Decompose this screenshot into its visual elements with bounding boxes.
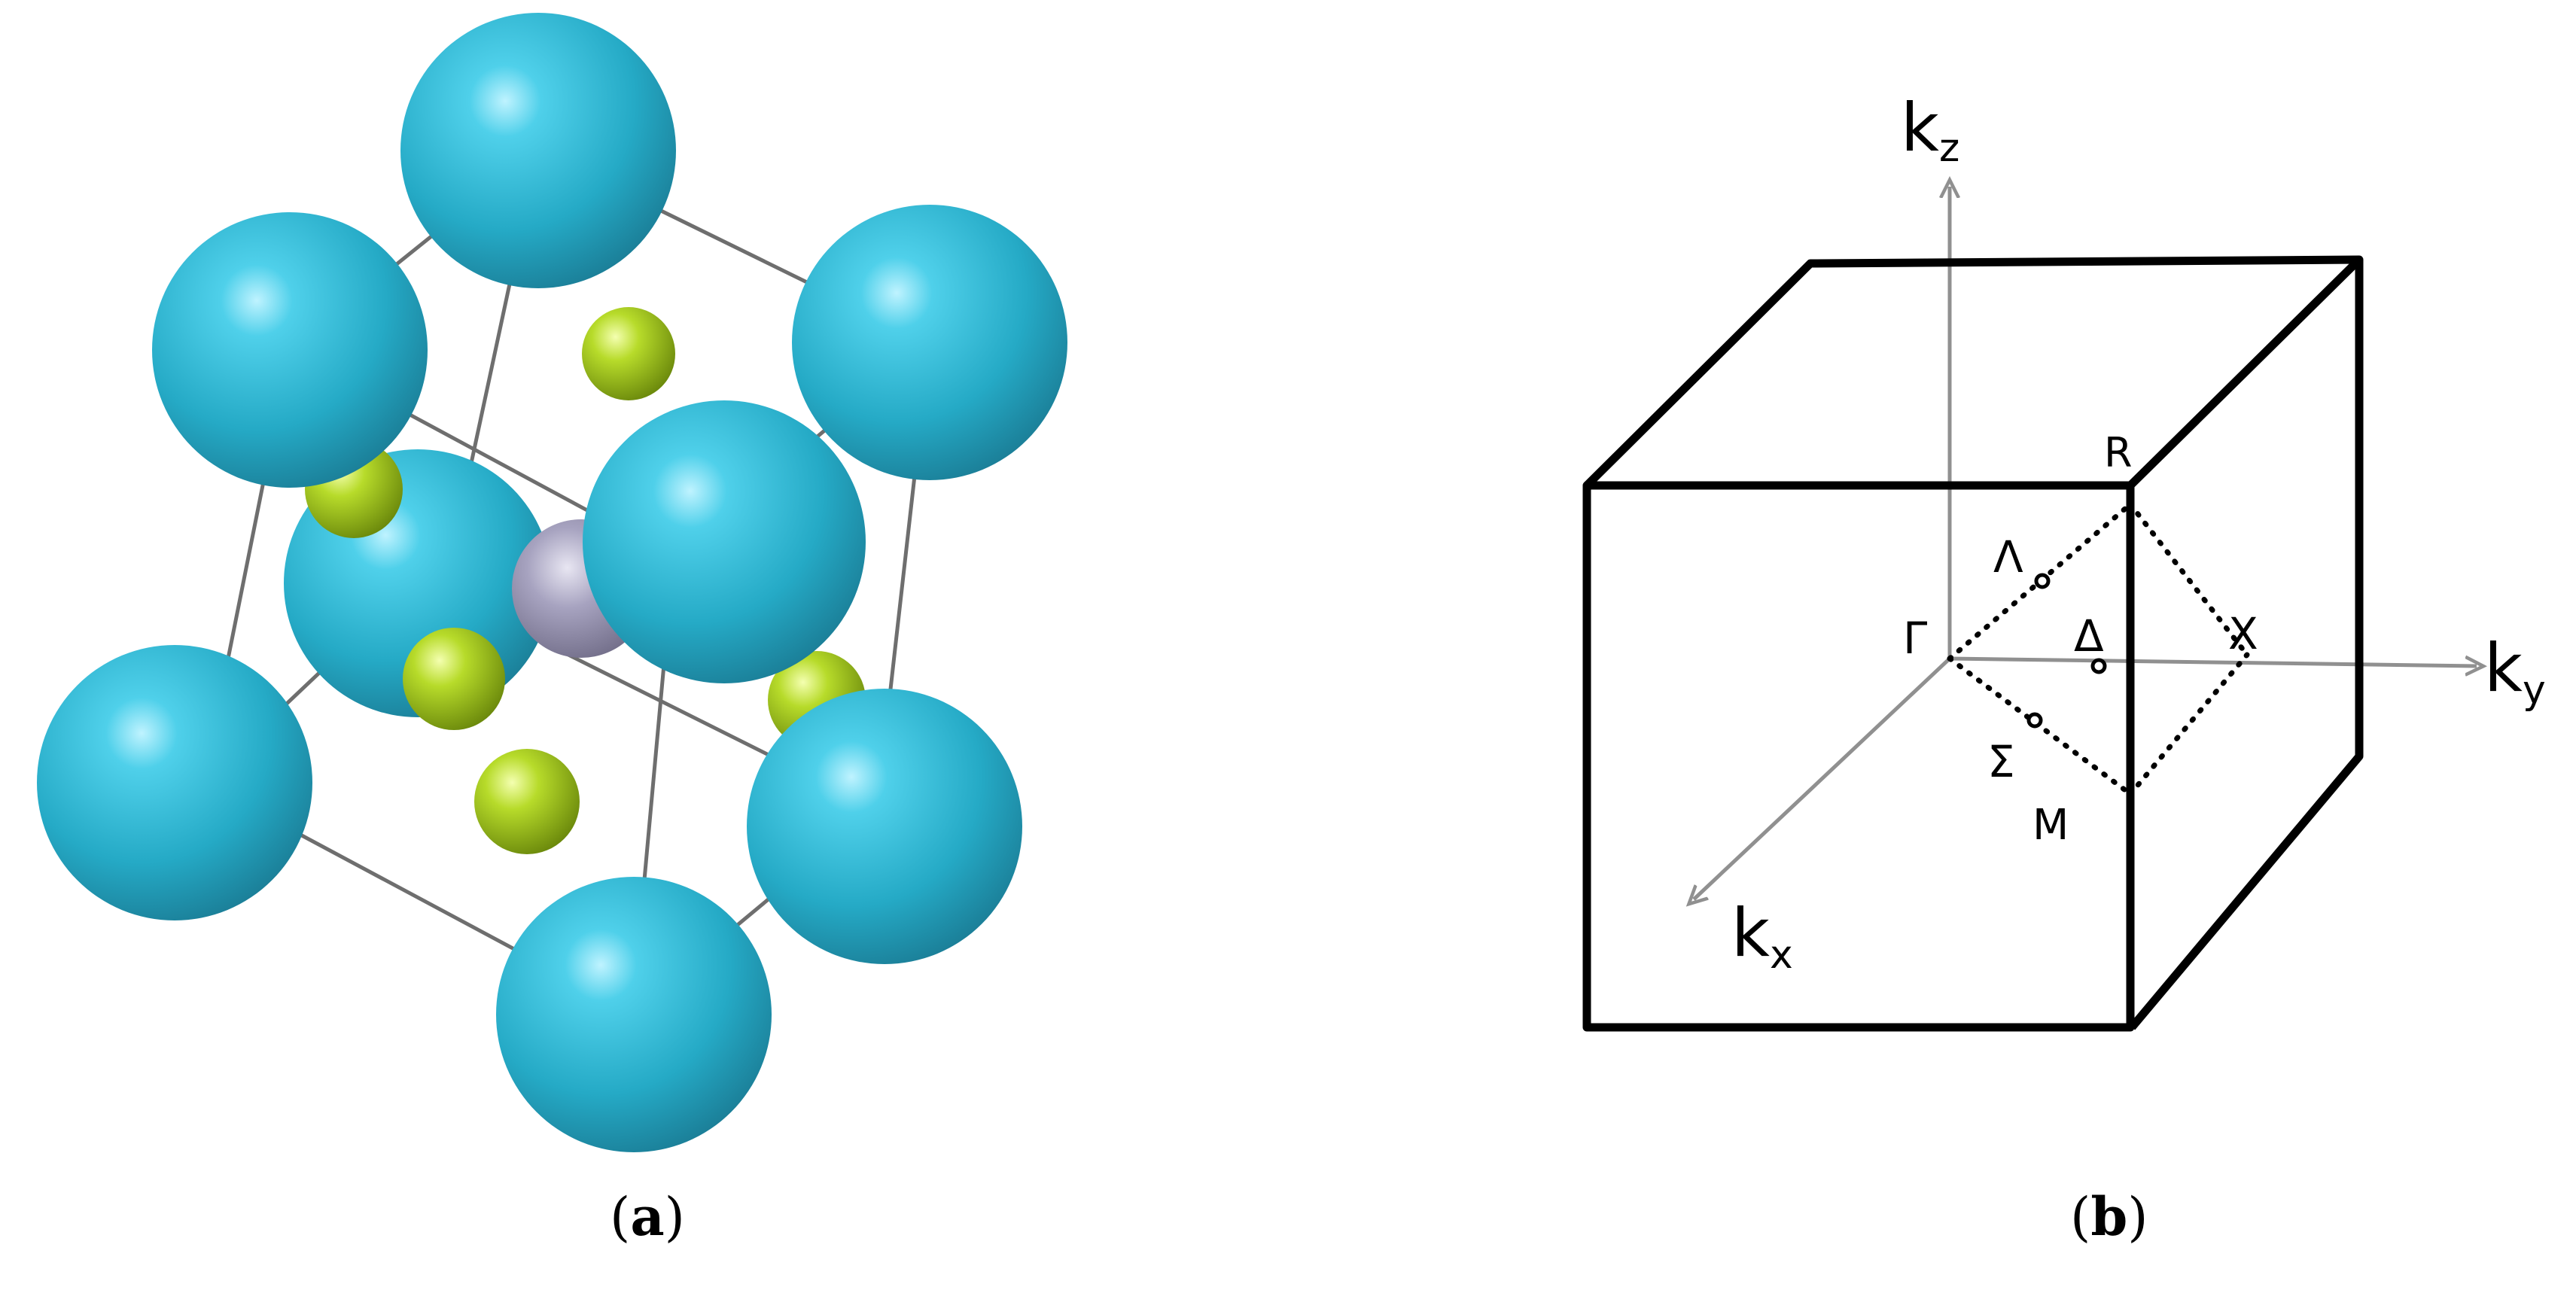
ky-axis-label: ky [2484,629,2546,713]
small-atom [474,749,580,854]
panel-b-caption: (b) [2070,1185,2148,1248]
large-atom [583,400,866,683]
brillouin-zone-panel: kz ky kx Γ R X M Λ Δ Σ (b) [1280,0,2576,1290]
gamma-label: Γ [1903,613,1927,664]
large-atom [747,689,1022,964]
small-atom [582,307,675,400]
large-atom [792,205,1067,480]
delta-label: Δ [2074,610,2104,662]
r-label: R [2104,429,2133,476]
sigma-marker [2026,712,2043,729]
m-label: M [2032,801,2069,850]
ky-axis [1949,659,2477,666]
kz-axis-label: kz [1901,89,1959,171]
large-atom [400,13,676,288]
crystal-structure-panel: (a) [0,0,1280,1290]
large-atom [496,877,772,1152]
brillouin-zone-diagram: kz ky kx Γ R X M Λ Δ Σ [1582,89,2546,1032]
delta-marker [2090,658,2107,674]
small-atom [403,628,505,730]
kx-axis-label: kx [1731,894,1793,978]
x-label: X [2228,608,2258,659]
large-atom [152,212,428,488]
kx-axis [1694,657,1951,899]
lambda-marker [2034,573,2051,589]
large-atom [37,645,312,920]
panel-a-caption: (a) [610,1185,685,1248]
crystal-structure-illustration [37,13,1067,1152]
lambda-label: Λ [1993,531,2023,583]
sigma-label: Σ [1987,736,2015,787]
point-markers [2026,573,2107,729]
brillouin-zone-cube [1582,255,2364,1032]
